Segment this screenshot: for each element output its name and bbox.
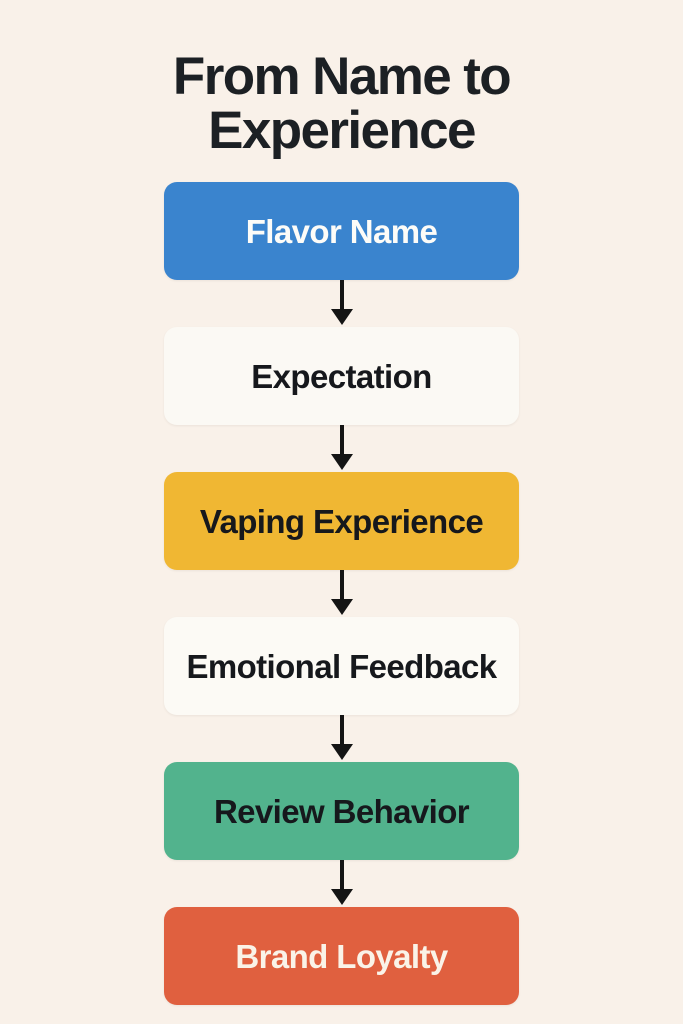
down-arrow-icon bbox=[319, 425, 365, 472]
flow-node-label: Review Behavior bbox=[213, 792, 470, 830]
flow-node-flavor-name[interactable]: Flavor Name bbox=[164, 182, 519, 281]
down-arrow-icon bbox=[319, 570, 365, 617]
flowchart: Flavor Name Expectation Vaping Experienc… bbox=[164, 182, 519, 1006]
page-title-line-1: From Name to bbox=[172, 47, 512, 106]
page-title-line-2: Experience bbox=[208, 101, 476, 161]
flow-node-emotional-feedback[interactable]: Emotional Feedback bbox=[164, 617, 519, 716]
down-arrow-icon bbox=[319, 280, 365, 327]
flow-node-label: Flavor Name bbox=[245, 212, 438, 250]
flow-node-review-behavior[interactable]: Review Behavior bbox=[164, 762, 519, 861]
flow-node-expectation[interactable]: Expectation bbox=[164, 327, 519, 426]
flow-node-brand-loyalty[interactable]: Brand Loyalty bbox=[164, 907, 519, 1006]
down-arrow-icon bbox=[319, 715, 365, 762]
down-arrow-icon bbox=[319, 860, 365, 907]
flow-node-label: Expectation bbox=[251, 357, 432, 395]
flow-node-label: Emotional Feedback bbox=[186, 647, 497, 685]
flow-node-label: Brand Loyalty bbox=[235, 937, 448, 975]
flow-node-vaping-experience[interactable]: Vaping Experience bbox=[164, 472, 519, 571]
flow-node-label: Vaping Experience bbox=[199, 502, 484, 540]
page-title: From Name to Experience bbox=[0, 0, 683, 158]
